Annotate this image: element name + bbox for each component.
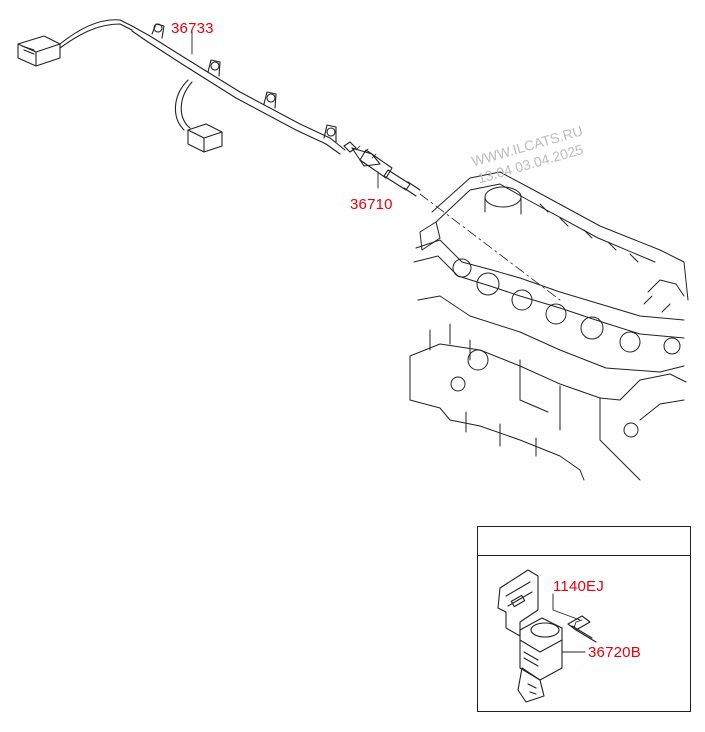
inset-header [478, 527, 690, 556]
label-harness[interactable]: 36733 [171, 20, 214, 37]
engine-block [409, 171, 689, 481]
inset-frame [477, 526, 691, 712]
wiring-harness [17, 19, 346, 155]
glow-plug [343, 141, 561, 301]
label-bolt[interactable]: 1140EJ [553, 578, 604, 595]
inset-drawing [497, 569, 597, 703]
label-glow-plug[interactable]: 36710 [350, 196, 393, 213]
label-controller[interactable]: 36720B [588, 644, 641, 661]
